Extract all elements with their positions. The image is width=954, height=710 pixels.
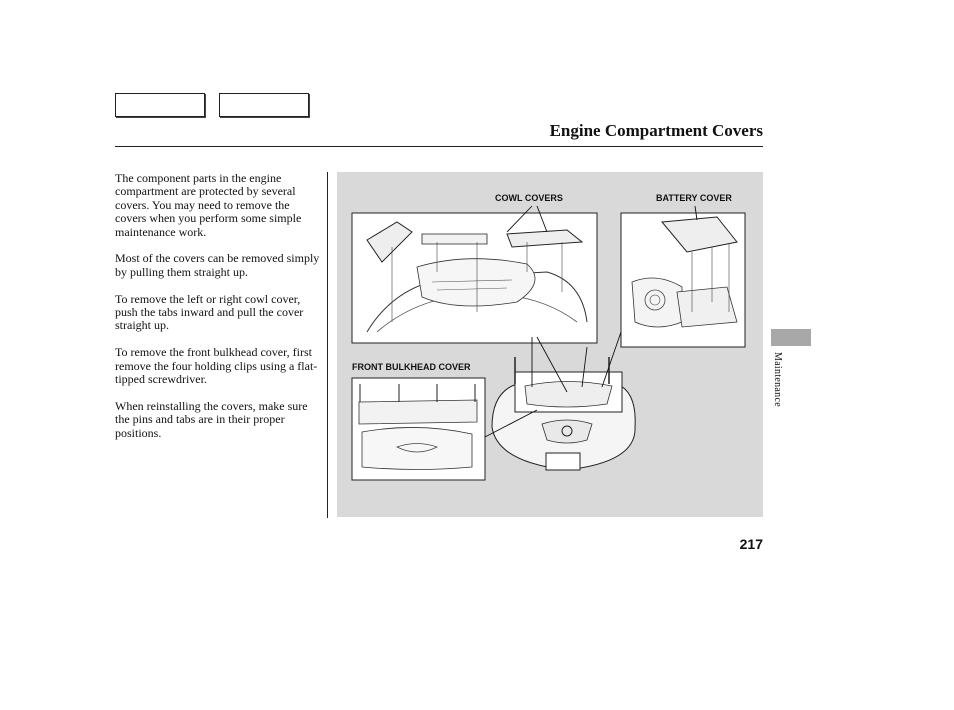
paragraph-cowl: To remove the left or right cowl cover, … <box>115 291 304 333</box>
paragraph-reinstall: When reinstalling the covers, make sure … <box>115 398 308 440</box>
nav-button-next[interactable] <box>219 93 309 117</box>
callout-battery-cover: BATTERY COVER <box>656 193 732 203</box>
callout-front-bulkhead-cover: FRONT BULKHEAD COVER <box>352 362 471 372</box>
page-number: 217 <box>739 536 763 552</box>
battery-cover-inset <box>620 212 746 348</box>
cowl-covers-inset <box>351 212 598 344</box>
page-title: Engine Compartment Covers <box>549 121 763 140</box>
callout-cowl-covers: COWL COVERS <box>495 193 563 203</box>
front-bulkhead-inset <box>351 377 486 481</box>
figure-illustration <box>351 205 746 481</box>
title-rule <box>115 146 763 147</box>
nav-button-previous[interactable] <box>115 93 205 117</box>
engine-compartment-figure: COWL COVERS BATTERY COVER FRONT BULKHEAD… <box>337 172 763 517</box>
car-front-illustration <box>491 357 636 471</box>
paragraph-intro: The component parts in the engine compar… <box>115 171 302 239</box>
callout-leaders <box>484 205 698 438</box>
paragraph-bulkhead: To remove the front bulkhead cover, firs… <box>115 345 318 387</box>
section-tab-label: Maintenance <box>772 352 783 407</box>
column-divider <box>327 172 328 518</box>
section-tab[interactable] <box>771 329 811 346</box>
paragraph-removal: Most of the covers can be removed simply… <box>115 251 320 279</box>
body-text: The component parts in the engine compar… <box>115 171 320 453</box>
